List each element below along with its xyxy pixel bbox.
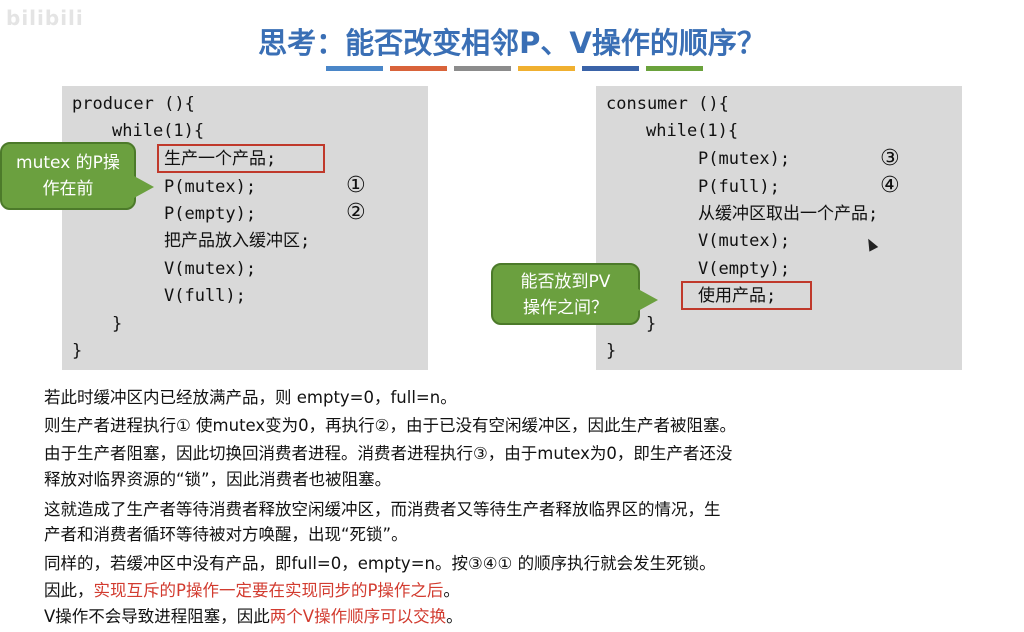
consumer-code-box: consumer (){ while(1){ P(mutex); P(full)… xyxy=(596,86,962,370)
conclusion-highlight: 实现互斥的P操作一定要在实现同步的P操作之后 xyxy=(93,581,444,600)
explanation-line-4: 释放对临界资源的“锁”，因此消费者也被阻塞。 xyxy=(44,470,392,489)
consumer-line-1: consumer (){ xyxy=(606,94,729,114)
producer-line-2: while(1){ xyxy=(112,121,205,141)
strip-segment-5 xyxy=(582,66,639,71)
explanation-line-7: 同样的，若缓冲区中没有产品，即full=0，empty=n。按③④① 的顺序执行… xyxy=(44,554,716,573)
callout-left-tail xyxy=(134,176,154,198)
producer-line-7: V(mutex); xyxy=(164,259,257,279)
mutex-order-callout: mutex 的P操 作在前 xyxy=(0,142,154,210)
callout-right-line-1: 能否放到PV xyxy=(520,272,611,292)
producer-line-3: 生产一个产品; xyxy=(164,149,277,169)
callout-left-line-1: mutex 的P操 xyxy=(16,153,120,173)
bilibili-watermark: bilibili xyxy=(6,6,84,30)
strip-segment-4 xyxy=(518,66,575,71)
explanation-line-1: 若此时缓冲区内已经放满产品，则 empty=0，full=n。 xyxy=(44,388,457,407)
strip-segment-2 xyxy=(390,66,447,71)
v-op-highlight: 两个V操作顺序可以交换 xyxy=(269,607,447,626)
v-op-suffix: 。 xyxy=(446,607,463,626)
slide-title: 思考：能否改变相邻P、V操作的顺序？ xyxy=(258,26,766,60)
producer-line-4: P(mutex); xyxy=(164,177,257,197)
consumer-line-7: V(empty); xyxy=(698,259,791,279)
consumer-line-9: } xyxy=(646,314,657,334)
consumer-line-4: P(full); xyxy=(698,177,780,197)
explanation-line-5: 这就造成了生产者等待消费者释放空闲缓冲区，而消费者又等待生产者释放临界区的情况，… xyxy=(44,500,721,519)
producer-line-5: P(empty); xyxy=(164,204,257,224)
producer-line-9: } xyxy=(112,314,123,334)
consumer-line-8: 使用产品; xyxy=(698,286,777,306)
step-mark-3: ③ xyxy=(880,146,900,171)
consumer-line-6: V(mutex); xyxy=(698,231,791,251)
callout-right-tail xyxy=(638,289,658,311)
producer-line-6: 把产品放入缓冲区; xyxy=(164,231,311,251)
explanation-line-6: 产者和消费者循环等待被对方唤醒，出现“死锁”。 xyxy=(44,525,408,544)
callout-right-line-2: 操作之间？ xyxy=(523,298,608,318)
explanation-line-2: 则生产者进程执行① 使mutex变为0，再执行②，由于已没有空闲缓冲区，因此生产… xyxy=(44,416,736,435)
consumer-line-3: P(mutex); xyxy=(698,149,791,169)
v-op-prefix: V操作不会导致进程阻塞，因此 xyxy=(44,607,270,626)
producer-code-box: producer (){ while(1){ 生产一个产品; P(mutex);… xyxy=(62,86,428,370)
strip-segment-1 xyxy=(326,66,383,71)
strip-segment-6 xyxy=(646,66,703,71)
explanation-line-8: 因此，实现互斥的P操作一定要在实现同步的P操作之后。 xyxy=(44,577,460,601)
strip-segment-3 xyxy=(454,66,511,71)
callout-left-line-2: 作在前 xyxy=(42,179,94,199)
consumer-line-10: } xyxy=(606,341,617,361)
producer-line-10: } xyxy=(72,341,83,361)
produce-item-highlight xyxy=(157,144,325,173)
pv-between-callout: 能否放到PV 操作之间？ xyxy=(491,263,658,325)
step-mark-4: ④ xyxy=(880,173,900,198)
title-color-strip xyxy=(326,66,703,71)
use-item-highlight xyxy=(681,281,812,310)
consumer-line-2: while(1){ xyxy=(646,121,739,141)
explanation-line-3: 由于生产者阻塞，因此切换回消费者进程。消费者进程执行③，由于mutex为0，即生… xyxy=(44,444,733,463)
consumer-line-5: 从缓冲区取出一个产品; xyxy=(698,204,879,224)
explanation-line-9: V操作不会导致进程阻塞，因此两个V操作顺序可以交换。 xyxy=(44,603,463,627)
step-mark-1: ① xyxy=(346,173,366,198)
conclusion-suffix: 。 xyxy=(443,581,460,600)
producer-line-1: producer (){ xyxy=(72,94,195,114)
conclusion-prefix: 因此， xyxy=(44,581,94,600)
producer-line-8: V(full); xyxy=(164,286,246,306)
step-mark-2: ② xyxy=(346,200,366,225)
